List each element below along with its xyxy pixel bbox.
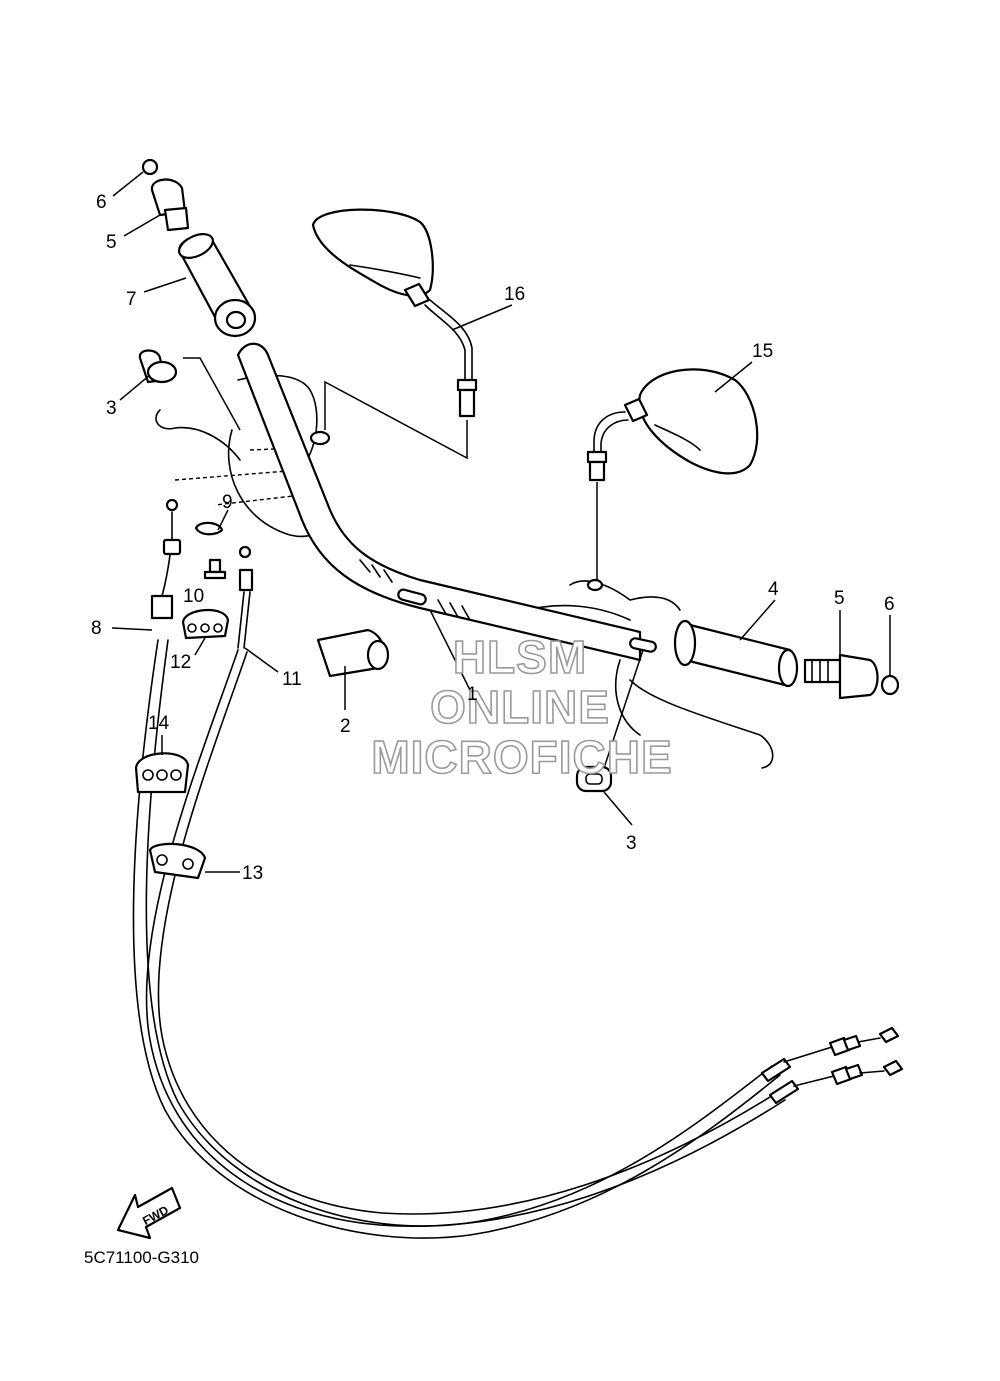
callout-7: 7 bbox=[126, 289, 137, 310]
watermark: HLSM ONLINE MICROFICHE bbox=[371, 630, 673, 784]
callout-16: 16 bbox=[504, 284, 525, 305]
cable-guide-3-lower bbox=[575, 765, 613, 793]
callout-2: 2 bbox=[340, 716, 351, 737]
cable-guide-3-upper bbox=[138, 349, 178, 384]
diagram-code: 5C71100-G310 bbox=[84, 1248, 199, 1267]
callout-4: 4 bbox=[768, 579, 779, 600]
leader-lines bbox=[111, 171, 891, 873]
callout-9: 9 bbox=[222, 492, 233, 513]
callout-14: 14 bbox=[148, 713, 170, 734]
handlebar bbox=[236, 342, 657, 662]
clamp-14 bbox=[134, 752, 190, 794]
callout-6-left: 6 bbox=[96, 192, 107, 213]
callout-10: 10 bbox=[183, 586, 204, 607]
watermark-line-3: MICROFICHE bbox=[371, 731, 672, 783]
left-mirror bbox=[311, 208, 478, 460]
cable-loop bbox=[132, 639, 904, 1239]
callout-1: 1 bbox=[467, 684, 478, 705]
callout-5-right: 5 bbox=[834, 588, 845, 609]
clamp-13 bbox=[148, 842, 207, 880]
watermark-line-1: HLSM bbox=[453, 631, 587, 683]
callout-5-left: 5 bbox=[106, 232, 117, 253]
clip-9 bbox=[194, 521, 224, 536]
callout-3-lower: 3 bbox=[626, 833, 637, 854]
right-bar-end bbox=[803, 653, 900, 700]
watermark-line-2: ONLINE bbox=[430, 681, 610, 733]
handlebar-holder-2 bbox=[316, 628, 390, 678]
callout-15: 15 bbox=[752, 341, 773, 362]
callout-13: 13 bbox=[242, 863, 263, 884]
cable-end-8 bbox=[150, 498, 182, 620]
callout-8: 8 bbox=[91, 618, 102, 639]
cable-end-11 bbox=[237, 545, 254, 649]
callout-3-upper: 3 bbox=[106, 398, 117, 419]
callout-6-right: 6 bbox=[884, 594, 895, 615]
clamp-12 bbox=[181, 608, 230, 640]
left-grip bbox=[178, 233, 257, 338]
right-grip bbox=[673, 619, 799, 688]
callout-11: 11 bbox=[282, 669, 302, 690]
screw-10 bbox=[203, 558, 227, 580]
right-mirror bbox=[586, 368, 759, 580]
left-bar-end bbox=[141, 158, 190, 232]
fwd-arrow-icon: FWD bbox=[116, 1186, 182, 1240]
callout-labels: 1 2 3 3 4 5 5 6 6 7 8 9 10 11 12 13 14 1… bbox=[91, 192, 895, 884]
callout-12: 12 bbox=[170, 652, 191, 673]
